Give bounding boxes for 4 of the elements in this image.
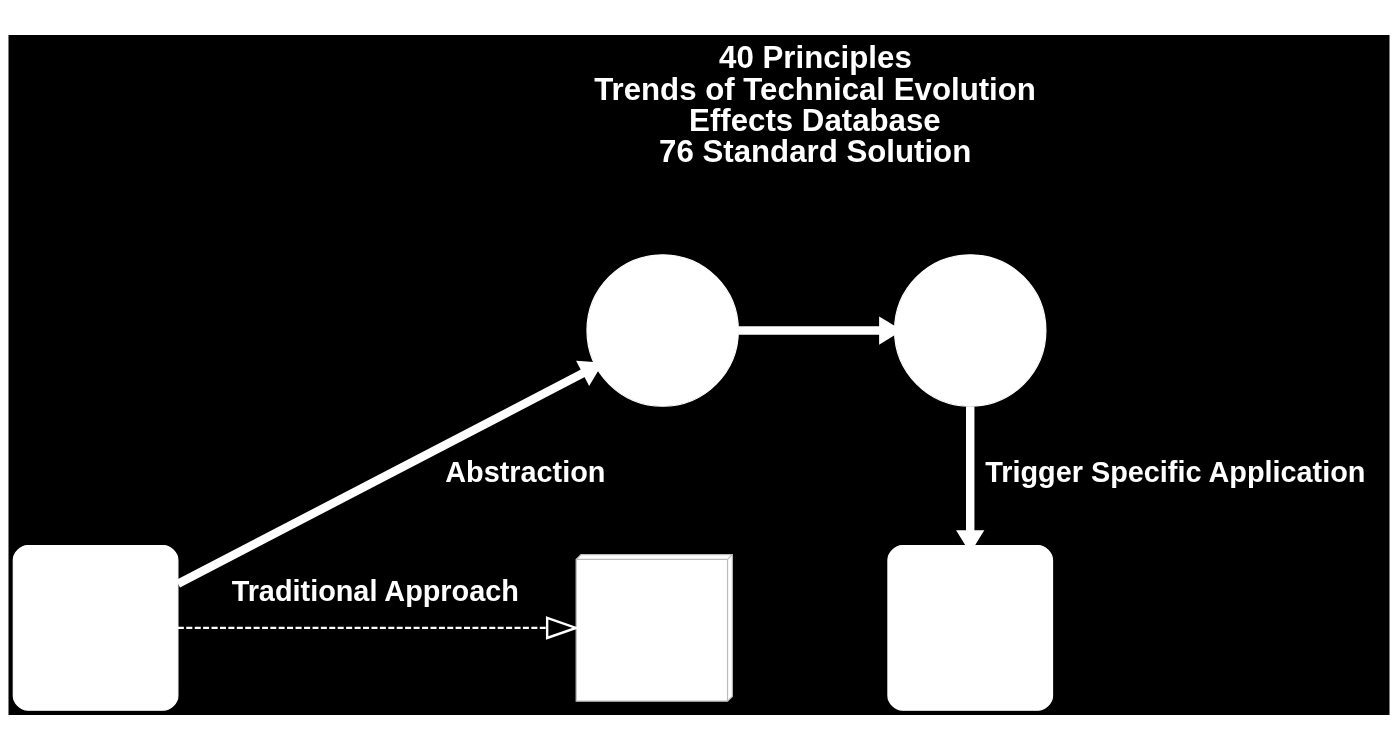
edge-label: Traditional Approach (231, 574, 519, 607)
edge-label: Trigger Specific Application (985, 455, 1366, 488)
label: 40 Principles (719, 39, 912, 75)
edge-label: Abstraction (445, 455, 606, 488)
